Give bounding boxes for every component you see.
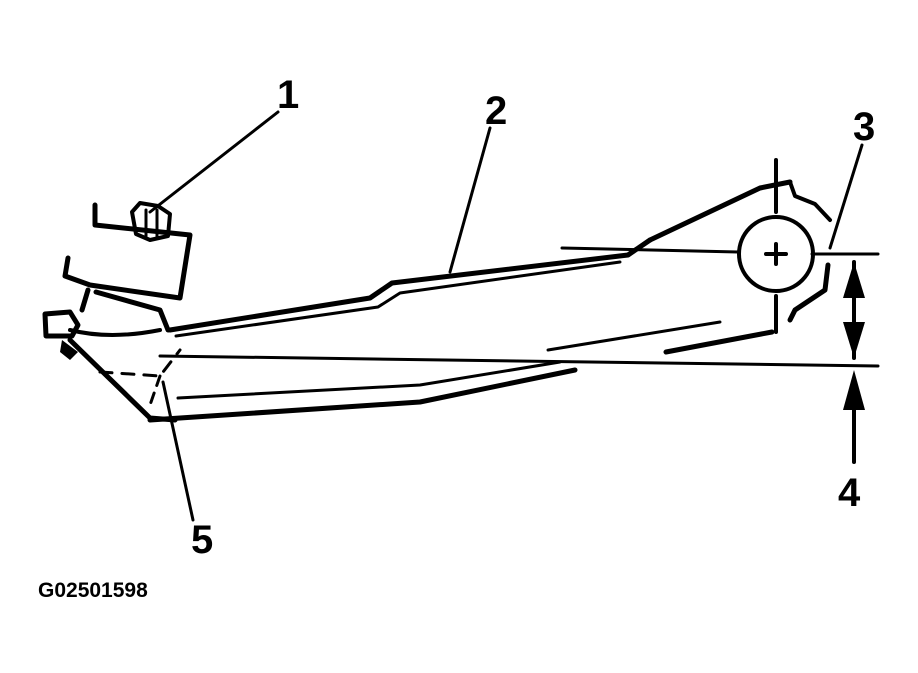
pivot-reference-line bbox=[560, 246, 740, 254]
leader-3 bbox=[828, 143, 864, 250]
pivot-center-mark bbox=[764, 242, 788, 266]
arm-upper-edge bbox=[167, 237, 653, 333]
ball-center-dashed bbox=[98, 348, 182, 378]
ball-joint-reference-line bbox=[158, 354, 880, 368]
knuckle-block bbox=[62, 202, 193, 301]
arrow-up-icon bbox=[843, 370, 865, 410]
callout-3: 3 bbox=[853, 105, 875, 149]
leader-2 bbox=[448, 126, 492, 274]
control-arm bbox=[147, 179, 832, 423]
callout-1: 1 bbox=[277, 73, 299, 117]
leader-5 bbox=[161, 380, 195, 522]
reference-lines bbox=[158, 246, 880, 464]
leader-lines bbox=[148, 110, 864, 522]
callout-4: 4 bbox=[838, 471, 861, 515]
stud-nut bbox=[130, 201, 172, 242]
arm-lower-edge bbox=[147, 367, 578, 423]
leader-1 bbox=[148, 110, 280, 214]
ball-joint-assembly bbox=[42, 201, 193, 423]
ball-socket bbox=[79, 287, 171, 333]
figure-id: G02501598 bbox=[38, 579, 148, 602]
arrow-down-icon bbox=[843, 322, 865, 358]
arrow-up-icon bbox=[843, 262, 865, 298]
callout-2: 2 bbox=[485, 89, 507, 133]
callout-5: 5 bbox=[191, 518, 213, 562]
